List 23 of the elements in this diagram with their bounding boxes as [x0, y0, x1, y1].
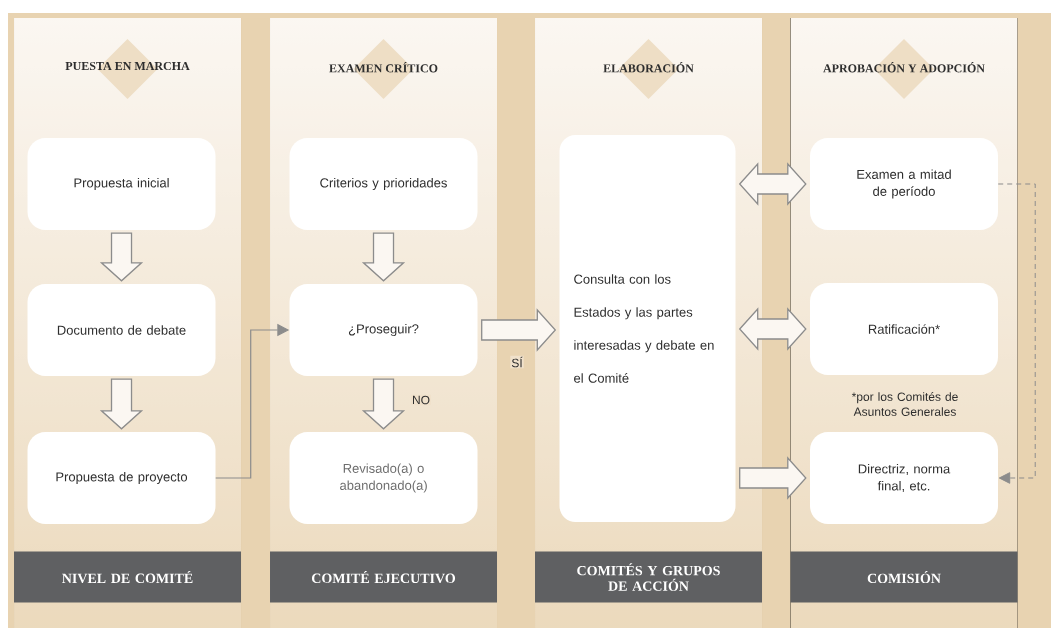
footer-band: COMITÉ EJECUTIVO	[270, 551, 497, 603]
footnote: *por los Comités de Asuntos Generales	[851, 392, 958, 416]
process-box: Ratificación*	[810, 283, 998, 375]
block-arrow	[481, 308, 557, 352]
process-box: Propuesta inicial	[27, 138, 216, 230]
block-arrow	[361, 378, 406, 430]
process-box: Documento de debate	[27, 284, 216, 376]
process-box: ¿Proseguir?	[289, 284, 478, 376]
process-box: Propuesta de proyecto	[27, 432, 216, 524]
process-box: Examen a mitad de período	[810, 138, 998, 230]
process-box: Directriz, norma final, etc.	[810, 432, 998, 524]
process-box: Consulta con los Estados y las partes interesadas y debate en el Comité	[559, 135, 736, 522]
dashed-arrow	[997, 183, 1036, 484]
footer-band: NIVEL DE COMITÉ	[14, 551, 241, 603]
footer-band: COMITÉS Y GRUPOS DE ACCIÓN	[535, 551, 762, 603]
edge-label: NO	[411, 394, 431, 406]
block-arrow	[739, 456, 807, 500]
footer-band: COMISIÓN	[790, 551, 1018, 603]
process-box: Revisado(a) o abandonado(a)	[289, 432, 478, 524]
process-box: Criterios y prioridades	[289, 138, 478, 230]
block-arrow	[99, 378, 144, 430]
block-arrow	[361, 232, 406, 282]
block-arrow	[99, 232, 144, 282]
